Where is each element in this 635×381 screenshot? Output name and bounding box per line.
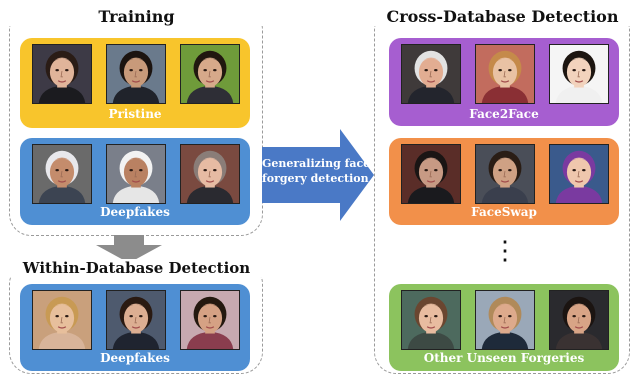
deepfakes-within-label: Deepfakes: [100, 351, 170, 365]
portrait-image: [181, 45, 239, 103]
portrait-image: [550, 145, 608, 203]
cross-title: Cross-Database Detection: [374, 7, 631, 26]
arrow-label-line2: forgery detection: [262, 172, 369, 185]
portrait-image: [402, 291, 460, 349]
face-within-2: [106, 290, 166, 350]
deepfakes-train-label: Deepfakes: [100, 205, 170, 219]
face-unseen-3: [549, 290, 609, 350]
face2face-panel: Face2Face: [389, 38, 619, 126]
training-title: Training: [9, 7, 264, 26]
portrait-image: [107, 145, 165, 203]
face-fs-3: [549, 144, 609, 204]
right-arrow-icon: [262, 129, 374, 221]
face-pristine-2: [106, 44, 166, 104]
within-title: Within-Database Detection: [9, 259, 264, 277]
portrait-image: [33, 45, 91, 103]
face-deepfakes-3: [180, 144, 240, 204]
arrow-label: Generalizing face forgery detection: [262, 156, 371, 186]
unseen-panel: Other Unseen Forgeries: [389, 284, 619, 371]
face-deepfakes-1: [32, 144, 92, 204]
face-within-1: [32, 290, 92, 350]
portrait-image: [107, 291, 165, 349]
face-fs-2: [475, 144, 535, 204]
deepfakes-train-panel: Deepfakes: [20, 138, 250, 225]
portrait-image: [33, 145, 91, 203]
portrait-image: [33, 291, 91, 349]
pristine-panel: Pristine: [20, 38, 250, 128]
portrait-image: [550, 45, 608, 103]
faceswap-label: FaceSwap: [471, 205, 537, 219]
right-arrow-shape: [262, 129, 374, 221]
portrait-image: [476, 291, 534, 349]
deepfakes-within-panel: Deepfakes: [20, 284, 250, 371]
portrait-image: [550, 291, 608, 349]
face-fs-1: [401, 144, 461, 204]
portrait-image: [402, 45, 460, 103]
portrait-image: [476, 45, 534, 103]
face-f2f-1: [401, 44, 461, 104]
portrait-image: [107, 45, 165, 103]
portrait-image: [181, 291, 239, 349]
face-unseen-2: [475, 290, 535, 350]
face-unseen-1: [401, 290, 461, 350]
faceswap-panel: FaceSwap: [389, 138, 619, 225]
face2face-label: Face2Face: [469, 107, 539, 121]
portrait-image: [476, 145, 534, 203]
unseen-label: Other Unseen Forgeries: [423, 351, 585, 365]
face-f2f-2: [475, 44, 535, 104]
face-within-3: [180, 290, 240, 350]
face-pristine-1: [32, 44, 92, 104]
arrow-label-line1: Generalizing face: [262, 157, 371, 170]
face-deepfakes-2: [106, 144, 166, 204]
more-datasets-ellipsis: ⋮: [492, 236, 518, 266]
down-arrow-shape: [96, 235, 162, 263]
down-arrow-icon: [96, 235, 162, 263]
pristine-label: Pristine: [108, 107, 162, 121]
portrait-image: [181, 145, 239, 203]
face-f2f-3: [549, 44, 609, 104]
portrait-image: [402, 145, 460, 203]
face-pristine-3: [180, 44, 240, 104]
